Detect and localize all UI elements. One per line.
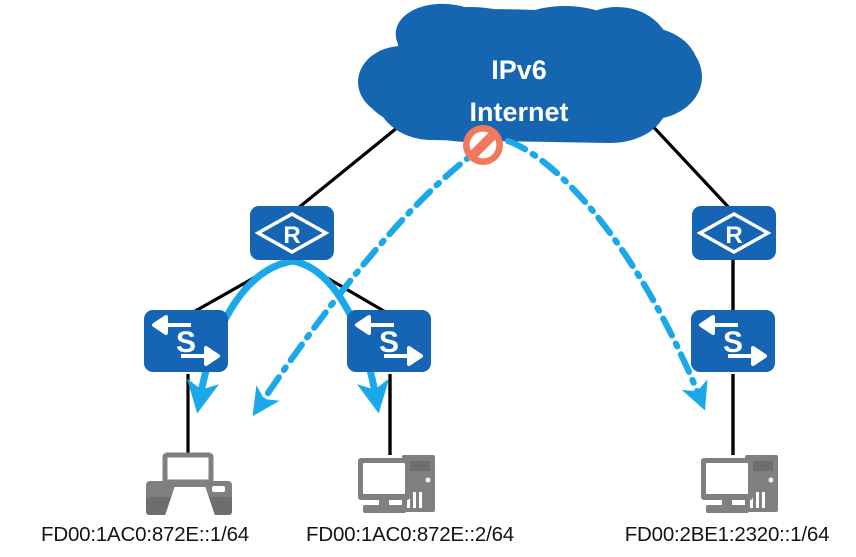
cloud-label-line2: Internet [469,97,568,127]
router-left-diamond [254,212,330,254]
router-right: R [692,206,776,260]
printer-output-tray-fill [172,492,208,511]
dashdot-flows [252,137,708,417]
pc-center [358,455,435,513]
pc-center-tower-vents [407,492,422,508]
printer-left [146,452,232,515]
switch-right-arrow-out [728,346,767,366]
physical-links [186,102,735,458]
pc-center-tower-drive [407,461,430,471]
router-left: R [250,206,334,260]
switch-left: S [144,310,228,372]
flow-internet-to-pc-right [504,137,708,411]
ipv6-internet-cloud: IPv6 Internet [358,3,702,143]
pc-right-tower-drive [750,461,773,471]
router-right-diamond [696,212,772,254]
address-label-pc-center: FD00:1AC0:872E::2/64 [306,523,514,546]
pc-center-tower-power [425,477,431,483]
switch-left-letter: S [176,326,196,359]
switch-center: S [347,310,431,372]
pc-right-monitor-neck [722,499,732,506]
router-right-body [692,206,776,260]
pc-right-tower-power [768,477,774,483]
no-entry-sign [463,125,503,165]
router-left-letter: R [283,222,300,249]
cloud-lobe-f [400,78,540,142]
cloud-label-line1: IPv6 [491,55,547,85]
flow-internet-to-lan-left [252,137,496,417]
switch-center-arrow-out [384,346,423,366]
address-label-pc-right: FD00:2BE1:2320::1/64 [624,523,830,546]
router-right-letter: R [725,222,742,249]
pc-right-tower-vents [750,492,765,508]
no-entry-slash [470,132,496,158]
switch-right-arrow-in [699,315,738,335]
router-left-body [250,206,334,260]
switch-left-arrow-in [152,315,191,335]
switch-right: S [691,310,775,372]
printer-status-light [212,486,225,492]
cloud-lobe-g [524,82,656,142]
printer-paper-tray [162,452,214,485]
switch-left-arrow-out [181,346,220,366]
pc-right [701,455,778,513]
pc-right-monitor-screen [706,463,748,494]
pc-center-monitor-neck [379,499,389,506]
pc-right-monitor-base [706,505,749,513]
pc-center-monitor-base [363,505,406,513]
switch-center-arrow-in [355,315,394,335]
pc-center-monitor-screen [363,463,405,494]
switch-center-letter: S [379,326,399,359]
address-label-printer-left: FD00:1AC0:872E::1/64 [41,523,249,546]
switch-right-letter: S [723,326,743,359]
